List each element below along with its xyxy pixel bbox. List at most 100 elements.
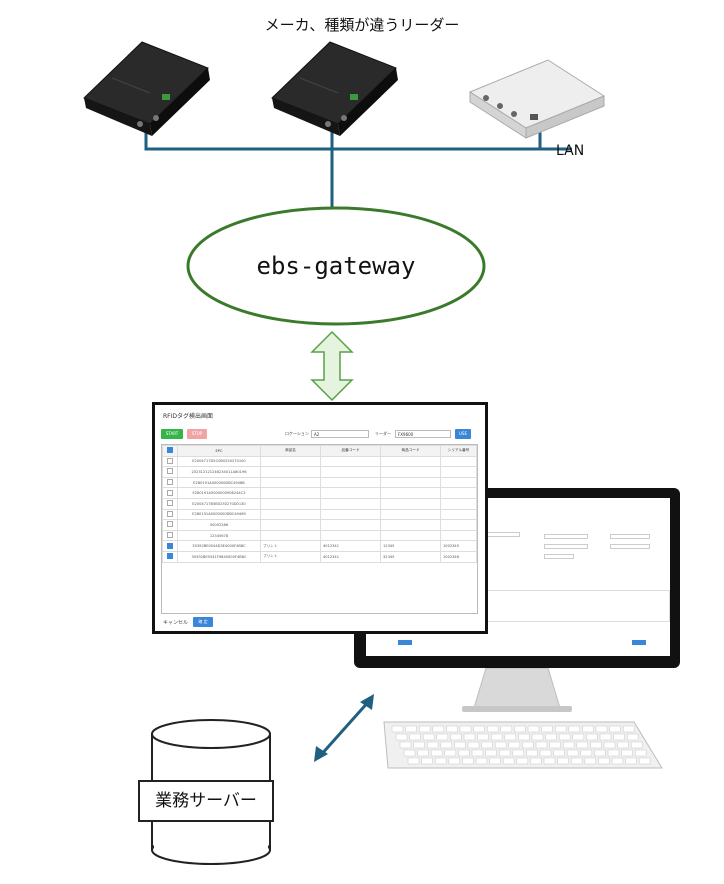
keyboard-key <box>622 725 635 733</box>
row-checkbox[interactable] <box>162 487 178 499</box>
table-cell-name <box>260 519 321 531</box>
reader-select[interactable]: FX9600 <box>395 430 451 438</box>
row-checkbox[interactable] <box>162 476 178 489</box>
table-cell-serial <box>440 455 477 468</box>
column-header: 商品コード <box>380 445 441 457</box>
table-cell-code2 <box>380 476 441 489</box>
start-button[interactable]: START <box>161 429 183 439</box>
row-checkbox[interactable] <box>162 497 178 510</box>
keyboard-key <box>634 749 647 757</box>
keyboard-key <box>617 741 629 749</box>
row-checkbox[interactable] <box>162 508 178 521</box>
table-row[interactable]: 202312121246234011A80196 <box>162 466 477 478</box>
row-checkbox[interactable] <box>162 550 178 563</box>
table-cell-epc: 12345678 <box>177 529 261 542</box>
keyboard-key <box>512 749 525 757</box>
keyboard-key <box>417 749 429 757</box>
keyboard-key <box>590 741 602 749</box>
keyboard-key <box>549 741 561 749</box>
confirm-button[interactable]: 確 定 <box>193 617 213 627</box>
table-row[interactable]: E280191A0000000DBC49469 <box>162 508 477 521</box>
row-checkbox[interactable] <box>162 466 178 478</box>
keyboard-key <box>531 733 544 741</box>
cancel-button[interactable]: キャンセル <box>163 620 189 626</box>
keyboard-key <box>626 733 639 741</box>
table-row[interactable]: E2004717B5B0250270D0130 <box>162 497 477 510</box>
row-checkbox[interactable] <box>162 519 178 531</box>
keyboard-key <box>526 749 538 757</box>
keyboard-key <box>498 749 511 757</box>
keyboard-key <box>467 741 480 749</box>
keyboard-key <box>566 749 579 757</box>
epc-grid: EPC 商品名 品番コード 商品コード シリアル番号 E2004717D5C0B… <box>161 444 478 614</box>
keyboard-key <box>568 725 581 733</box>
table-cell-serial <box>440 519 477 531</box>
table-cell-epc: E280191A5000000908244C2 <box>177 487 261 499</box>
table-cell-code1 <box>320 476 381 489</box>
keyboard-key <box>502 757 515 765</box>
keyboard-key <box>607 749 620 757</box>
row-checkbox[interactable] <box>162 529 178 542</box>
table-cell-serial <box>440 487 477 499</box>
bg-table <box>486 590 670 622</box>
column-header: シリアル番号 <box>440 445 477 457</box>
table-cell-code2 <box>380 497 441 510</box>
table-cell-name <box>260 466 321 478</box>
table-cell-name <box>260 529 321 542</box>
keyboard-key <box>586 733 598 741</box>
table-cell-name: プリント <box>260 540 321 552</box>
keyboard-key <box>421 757 433 765</box>
keyboard-key <box>558 733 571 741</box>
rfid-reader-1 <box>83 41 210 136</box>
keyboard-key <box>625 757 637 765</box>
keyboard-key <box>539 749 552 757</box>
server-label: 業務サーバー <box>138 780 274 822</box>
keyboard-key <box>436 733 449 741</box>
keyboard-key <box>473 725 485 733</box>
table-cell-code1 <box>320 529 381 542</box>
table-cell-serial <box>440 466 477 478</box>
epc-table: EPC 商品名 品番コード 商品コード シリアル番号 E2004717D5C0B… <box>162 445 477 563</box>
row-checkbox[interactable] <box>162 455 178 468</box>
column-header: EPC <box>177 445 261 457</box>
table-cell-name <box>260 497 321 510</box>
keyboard-key <box>490 733 503 741</box>
keyboard-key <box>599 733 612 741</box>
table-cell-name <box>260 487 321 499</box>
keyboard-key <box>535 741 548 749</box>
keyboard-key <box>580 749 593 757</box>
keyboard-key <box>603 741 616 749</box>
select-all-checkbox[interactable] <box>162 445 178 457</box>
keyboard-key <box>545 733 557 741</box>
table-row[interactable]: 12345678 <box>162 529 477 542</box>
location-select[interactable]: A2 <box>311 430 369 438</box>
keyboard-key <box>494 741 507 749</box>
bg-field <box>544 534 588 539</box>
keyboard-key <box>594 749 606 757</box>
table-cell-code2 <box>380 466 441 478</box>
table-row[interactable]: E280191A5000000908244C2 <box>162 487 477 499</box>
table-cell-code2 <box>380 455 441 468</box>
table-cell-name <box>260 455 321 468</box>
keyboard-key <box>405 725 417 733</box>
keyboard-key <box>422 733 435 741</box>
gateway-ellipse <box>186 206 486 326</box>
use-button[interactable]: USE <box>455 429 471 439</box>
keyboard-key <box>440 741 453 749</box>
keyboard-key <box>458 749 470 757</box>
keyboard-key <box>475 757 488 765</box>
keyboard-key <box>430 749 443 757</box>
window-title: RFIDタグ検出画面 <box>163 413 214 420</box>
keyboard-key <box>409 733 421 741</box>
keyboard-key <box>514 725 526 733</box>
stop-button[interactable]: STOP <box>187 429 207 439</box>
table-row[interactable]: E2004717D5C0B0250270100 <box>162 455 477 468</box>
keyboard-key <box>462 757 474 765</box>
table-row[interactable]: 00002286 <box>162 519 477 531</box>
keyboard-key <box>508 741 521 749</box>
table-row[interactable]: E280191A000000DBC4948B <box>162 476 477 489</box>
row-checkbox[interactable] <box>162 540 178 552</box>
table-cell-serial <box>440 529 477 542</box>
